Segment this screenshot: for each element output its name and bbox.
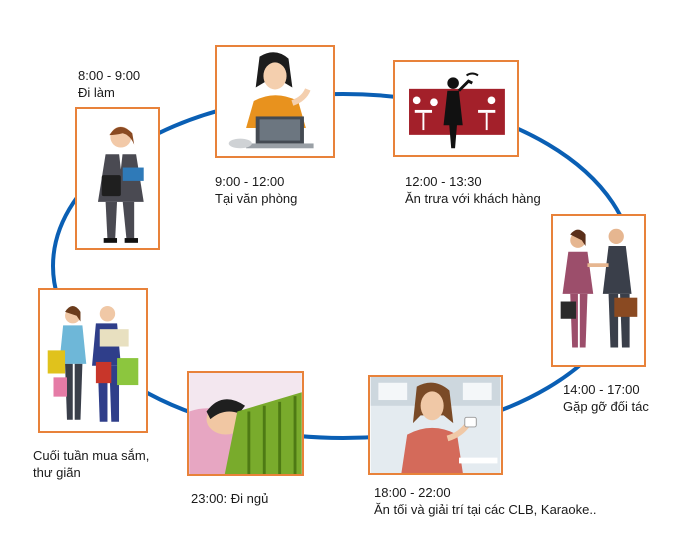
step-4-time: 14:00 - 17:00 [563,382,640,397]
step-5-time: 18:00 - 22:00 [374,485,451,500]
business-handshake-icon [553,217,644,364]
woman-drinking-coffee-icon [370,377,501,473]
step-1-activity: Đi làm [78,85,115,100]
step-3-time: 12:00 - 13:30 [405,174,482,189]
step-7-activity: Cuối tuần mua sắm, [33,448,150,463]
step-6-image [187,371,304,476]
step-7-image [38,288,148,433]
couple-shopping-icon [40,290,146,431]
step-2-time: 9:00 - 12:00 [215,174,285,189]
step-2-caption: 9:00 - 12:00 Tại văn phòng [215,173,297,207]
step-5-activity: Ăn tối và giải trí tại các CLB, Karaoke.… [374,502,597,517]
step-4-image [551,214,646,367]
step-5-caption: 18:00 - 22:00 Ăn tối và giải trí tại các… [374,484,597,518]
step-7-caption: Cuối tuần mua sắm, thư giãn [33,447,149,481]
step-3-activity: Ăn trưa với khách hàng [405,191,541,206]
step-2-image [215,45,335,158]
step-6-caption: 23:00: Đi ngủ [191,490,268,507]
step-1-image [75,107,160,250]
businesswoman-walking-icon [97,126,144,243]
step-4-caption: 14:00 - 17:00 Gặp gỡ đối tác [563,381,649,415]
step-5-image [368,375,503,475]
step-1-caption: 8:00 - 9:00 Đi làm [78,67,140,101]
step-4-activity: Gặp gỡ đối tác [563,399,649,414]
restaurant-waiter-icon [395,62,517,155]
woman-at-laptop-icon [217,47,333,156]
step-6-activity: 23:00: Đi ngủ [191,491,269,506]
step-3-caption: 12:00 - 13:30 Ăn trưa với khách hàng [405,173,541,207]
step-3-image [393,60,519,157]
step-1-time: 8:00 - 9:00 [78,68,141,83]
step-7-activity-line2: thư giãn [33,465,81,480]
sleeping-person-icon [189,373,302,474]
step-2-activity: Tại văn phòng [215,191,298,206]
